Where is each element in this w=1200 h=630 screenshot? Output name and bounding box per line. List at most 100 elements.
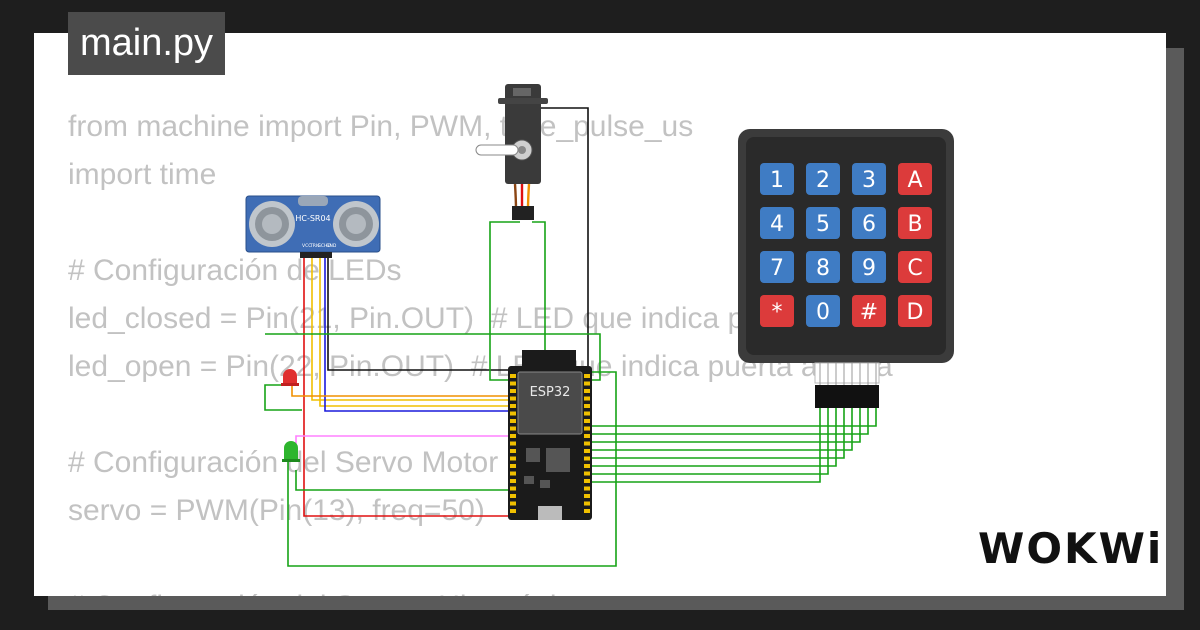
- keypad-key[interactable]: [806, 207, 840, 239]
- keypad-key[interactable]: [852, 207, 886, 239]
- keypad-key-label: 1: [770, 168, 784, 193]
- esp32-pin: [584, 464, 590, 468]
- keypad-key[interactable]: [852, 163, 886, 195]
- esp32-board: ESP32: [508, 350, 592, 520]
- sensor-label: HC-SR04: [295, 214, 330, 223]
- wire-sensor-vcc: [303, 252, 512, 517]
- esp32-pin: [584, 449, 590, 453]
- esp32-pin: [510, 449, 516, 453]
- keypad-key-label: 3: [862, 168, 876, 193]
- keypad-key-label: 8: [816, 256, 830, 281]
- keypad-key[interactable]: [852, 251, 886, 283]
- wire-servo-gnd: [540, 107, 589, 375]
- wire-led-red-anode: [291, 385, 512, 397]
- wire-servo-signal: [532, 221, 546, 372]
- wire-led-green-gnd: [287, 371, 617, 567]
- esp32-pin: [584, 374, 590, 378]
- esp32-pin: [510, 479, 516, 483]
- ultrasonic-sensor: HC-SR04 VCC TRIG ECHO GND: [245, 195, 381, 258]
- wire-sensor-trig: [311, 252, 512, 401]
- esp32-pin: [510, 374, 516, 378]
- keypad-key[interactable]: [898, 207, 932, 239]
- esp32-pin: [510, 486, 516, 491]
- keypad-key-label: B: [907, 212, 922, 237]
- keypad-key-label: 6: [862, 212, 876, 237]
- esp32-pin: [510, 434, 516, 438]
- esp32-pin: [510, 419, 516, 423]
- keypad-key-label: C: [907, 256, 922, 281]
- esp32-pin: [584, 396, 590, 401]
- led-green: [282, 441, 300, 462]
- wire-led-red-cathode: [264, 384, 302, 411]
- esp32-pin: [584, 381, 590, 386]
- esp32-pin: [584, 434, 590, 438]
- sensor-pin-echo: ECHO: [318, 243, 331, 249]
- esp32-pin: [510, 441, 516, 446]
- esp32-pin: [510, 456, 516, 461]
- esp32-pin: [584, 501, 590, 506]
- keypad-key[interactable]: [898, 163, 932, 195]
- wire-led-green-anode: [295, 435, 512, 460]
- keypad-key-label: 4: [770, 212, 784, 237]
- code-line: servo = PWM(Pin(13), freq=50): [68, 494, 485, 527]
- led-red: [281, 369, 299, 386]
- esp32-pin: [510, 404, 516, 408]
- code-line: import time: [68, 158, 217, 191]
- keypad-key[interactable]: [898, 295, 932, 327]
- sensor-pin-gnd: GND: [326, 243, 337, 249]
- wire-sensor-blue: [324, 252, 590, 412]
- sensor-pin-vcc: VCC: [302, 243, 311, 249]
- keypad-key[interactable]: [898, 251, 932, 283]
- keypad-key[interactable]: [760, 251, 794, 283]
- esp32-pin: [584, 419, 590, 423]
- keypad-key-label: 7: [770, 256, 784, 281]
- esp32-pin: [584, 509, 590, 513]
- esp32-pin: [584, 404, 590, 408]
- servo-motor: [475, 84, 548, 220]
- esp32-pin: [584, 486, 590, 491]
- esp32-pin: [584, 479, 590, 483]
- wire-servo-vcc: [489, 221, 520, 381]
- keypad-key-label: A: [907, 168, 922, 193]
- esp32-pin: [510, 426, 516, 431]
- esp32-pin: [510, 389, 516, 393]
- esp32-pin: [584, 411, 590, 416]
- code-line: # Configuración del Servo Motor: [68, 446, 499, 479]
- esp32-pin: [510, 509, 516, 513]
- esp32-pin: [510, 494, 516, 498]
- keypad-key-label: 5: [816, 212, 830, 237]
- keypad-key[interactable]: [852, 295, 886, 327]
- keypad-key[interactable]: [806, 251, 840, 283]
- keypad-key-label: 0: [816, 300, 830, 325]
- wire-esp-loop: [295, 470, 512, 491]
- esp32-pin: [510, 471, 516, 476]
- wire-sensor-gnd: [327, 252, 512, 371]
- keypad-key[interactable]: [760, 163, 794, 195]
- keypad-key[interactable]: [806, 295, 840, 327]
- code-line: # Configuración del Sensor Ultrasónico: [68, 583, 923, 596]
- keypad-key-label: 9: [862, 256, 876, 281]
- keypad-key-label: *: [772, 300, 783, 325]
- esp32-pin: [510, 464, 516, 468]
- esp32-pin: [584, 471, 590, 476]
- code-line: # Configuración de LEDs: [68, 254, 402, 287]
- wokwi-logo: WOKWi: [978, 524, 1164, 573]
- sensor-pin-trig: TRIG: [309, 243, 321, 249]
- esp32-pin: [510, 396, 516, 401]
- project-card: from machine import Pin, PWM, time_pulse…: [34, 33, 1166, 596]
- file-tab-title[interactable]: main.py: [68, 12, 226, 75]
- keypad-key-label: 2: [816, 168, 830, 193]
- keypad-key[interactable]: [760, 207, 794, 239]
- esp32-pin: [584, 389, 590, 393]
- esp32-pin: [584, 494, 590, 498]
- wire-led-red-gnd: [265, 333, 601, 381]
- esp32-pin: [584, 426, 590, 431]
- esp32-pin: [510, 501, 516, 506]
- code-preview: from machine import Pin, PWM, time_pulse…: [68, 103, 923, 596]
- esp32-pins: [510, 374, 590, 513]
- keypad-key[interactable]: [760, 295, 794, 327]
- keypad-key[interactable]: [806, 163, 840, 195]
